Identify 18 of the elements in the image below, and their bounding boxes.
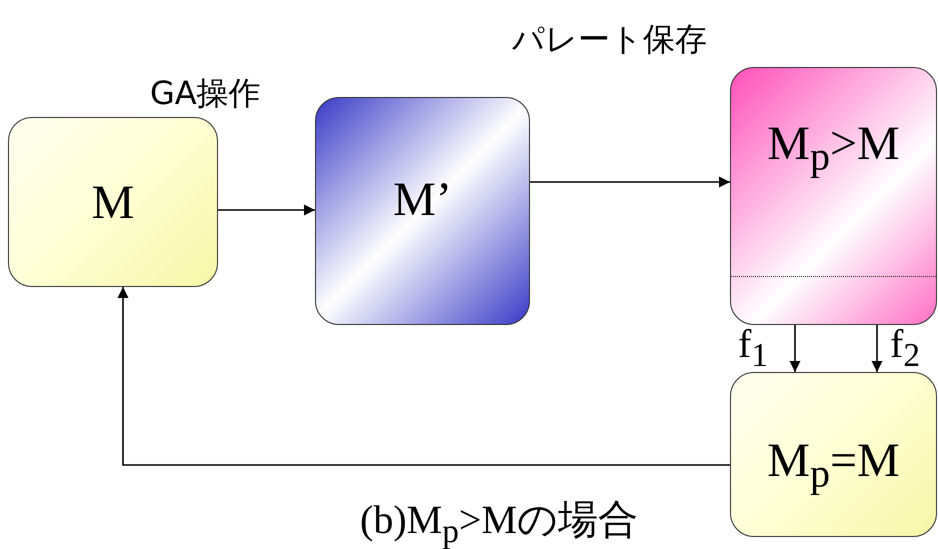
box-label: M$_{p}$=M [767, 432, 900, 496]
caption: (b)M$_{p}$>Mの場合 [360, 496, 638, 549]
box-label: M’ [393, 172, 452, 226]
arrow [789, 325, 801, 372]
box-label: M$_{p}$>M [767, 116, 900, 180]
arrow [871, 325, 883, 372]
edge-label: f$_{2}$ [890, 320, 920, 375]
arrow [117, 287, 730, 466]
box-label: M [92, 174, 134, 230]
edge-label: GA操作 [150, 73, 261, 114]
rounded-box [730, 372, 937, 537]
arrow [530, 176, 730, 188]
rounded-box [315, 97, 530, 325]
edge-label: パレート保存 [512, 19, 707, 60]
rounded-box [730, 67, 937, 325]
rounded-box [8, 117, 218, 287]
arrow [218, 204, 315, 216]
edge-label: f$_{1}$ [738, 320, 768, 375]
